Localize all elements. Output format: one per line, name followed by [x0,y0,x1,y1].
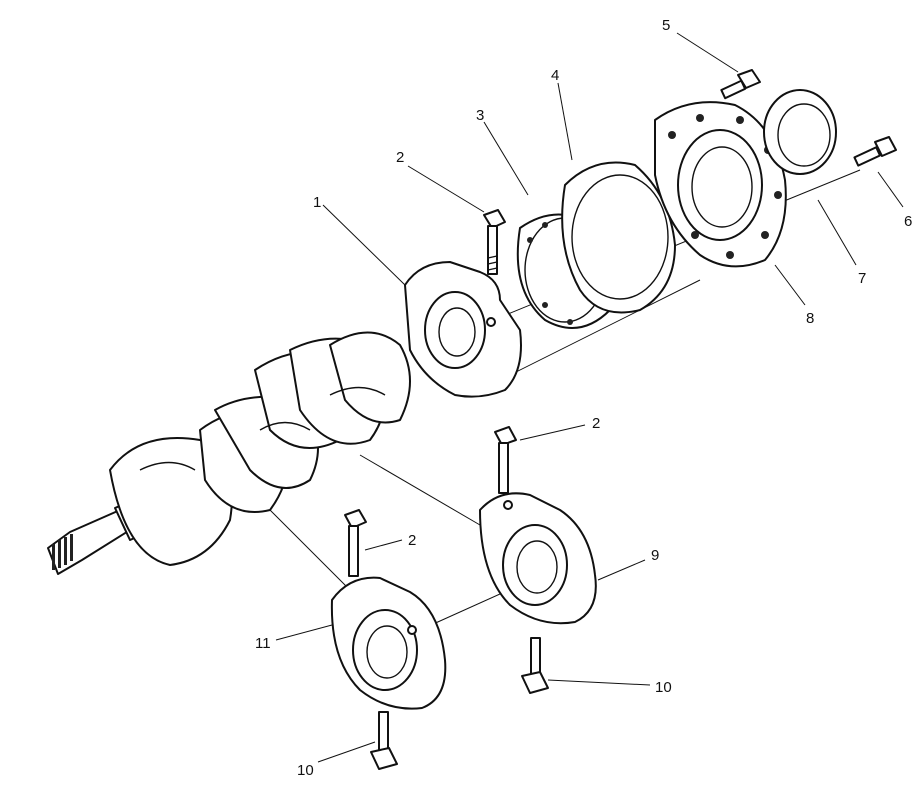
crankshaft [47,331,411,575]
callout-10-right: 10 [655,679,672,696]
end-cover-8 [654,101,787,268]
leader-lines [275,32,904,763]
bolt-6 [853,136,897,167]
callout-9: 9 [651,547,659,564]
bearing-housing-1 [404,261,522,398]
oil-seal-7 [763,89,837,175]
callout-1: 1 [313,194,321,211]
callout-2-middle: 2 [592,415,600,432]
callout-2-lower: 2 [408,532,416,549]
callout-7: 7 [858,270,866,287]
bearing-housing-11 [330,576,447,710]
callout-6: 6 [904,213,912,230]
bolt-2-upper [483,209,506,275]
callout-3: 3 [476,107,484,124]
bolt-10-right [521,637,549,694]
callout-labels: 1 2 3 4 5 6 7 8 2 2 9 11 10 10 [255,17,912,779]
bolt-5 [720,69,761,100]
gasket-4 [561,161,676,314]
bolt-2-middle [494,426,517,494]
bolt-10-left [370,711,398,770]
callout-11: 11 [255,635,271,652]
callout-8: 8 [806,310,814,327]
callout-10-left: 10 [297,762,314,779]
bearing-housing-9 [479,492,597,625]
callout-2-upper: 2 [396,149,404,166]
callout-5: 5 [662,17,670,34]
bolt-2-lower [344,509,367,577]
callout-4: 4 [551,67,559,84]
